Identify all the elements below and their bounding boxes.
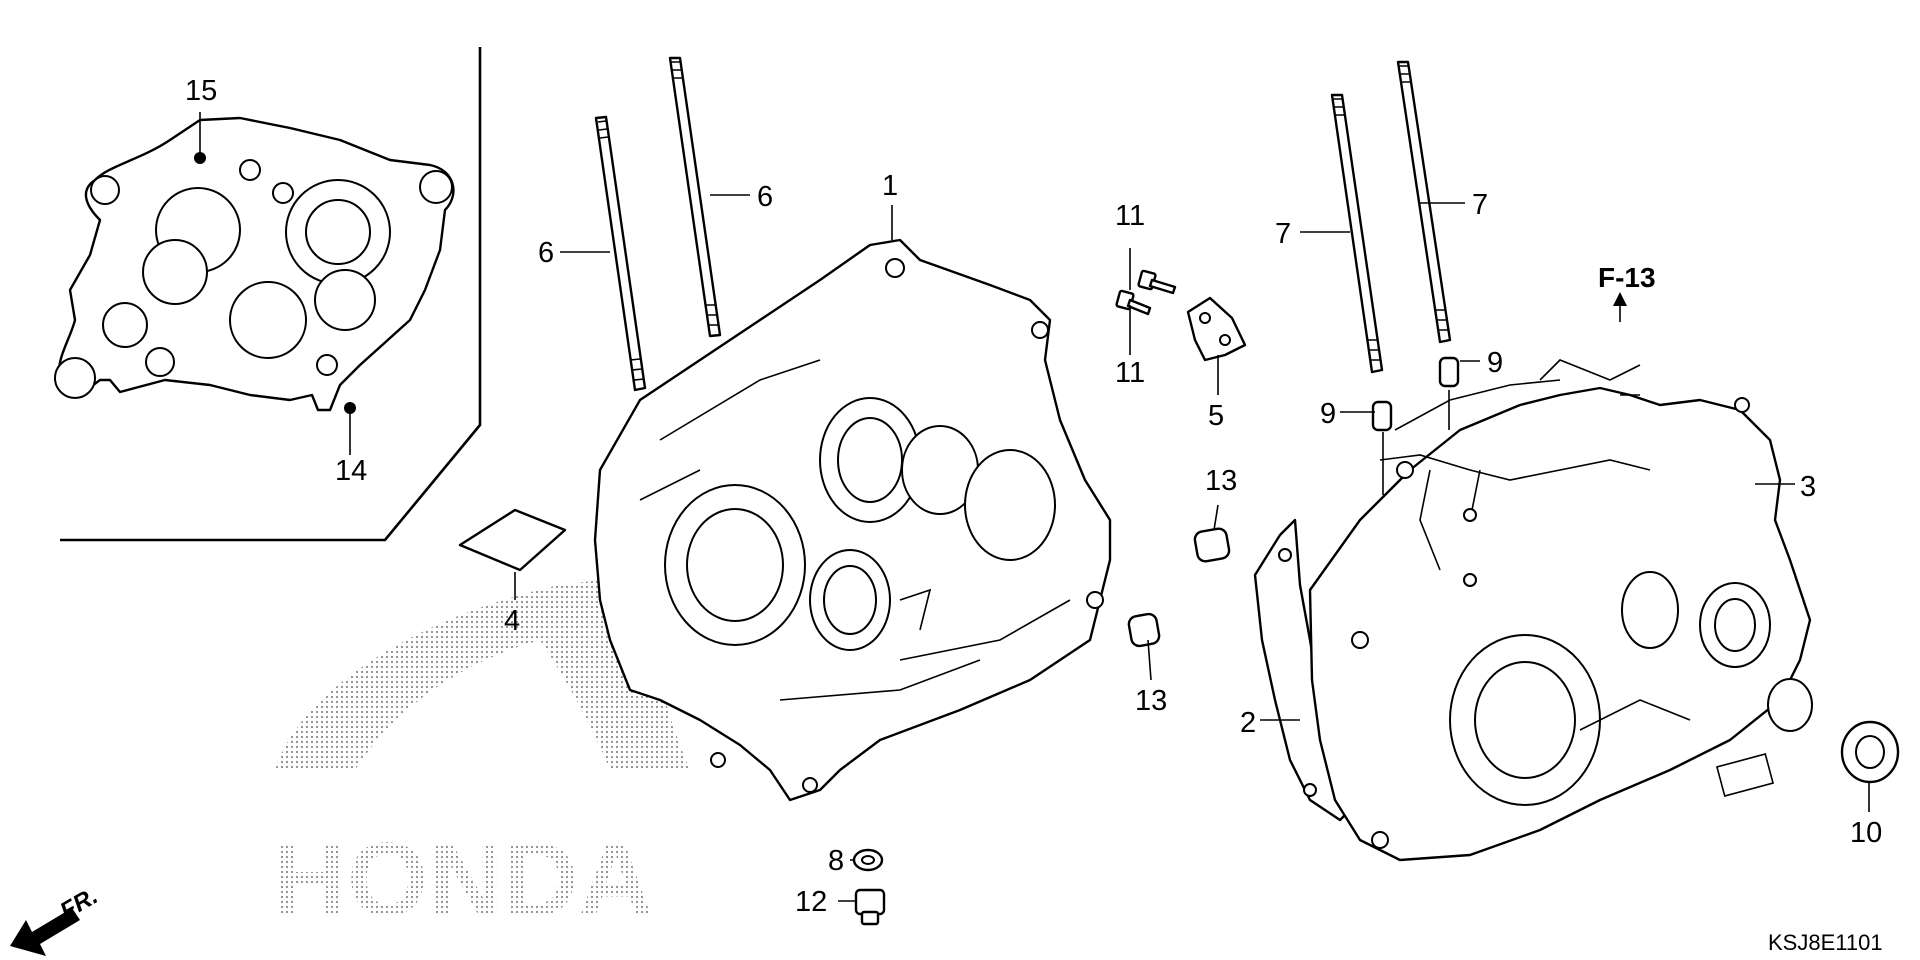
callout-14: 14	[335, 455, 367, 487]
callout-labels: 15 14 1 2 3 4 5 6 6 7 7 8 9 9 10 11 11 1…	[185, 75, 1882, 918]
oil-seal	[1840, 720, 1900, 784]
callout-4: 4	[504, 605, 520, 637]
callout-6-left: 6	[538, 237, 554, 269]
dowel-pin-9b	[1438, 356, 1460, 388]
callout-9-right: 9	[1487, 347, 1503, 379]
callout-15: 15	[185, 75, 217, 107]
oil-strainer-screen	[458, 508, 567, 572]
stud-bolt-6b	[668, 56, 722, 338]
bracket	[1186, 296, 1247, 362]
callout-12: 12	[795, 886, 827, 918]
stud-bolt-6a	[594, 115, 647, 392]
honda-watermark: HONDA	[272, 575, 690, 938]
sealing-washer	[852, 848, 884, 872]
callout-3: 3	[1800, 471, 1816, 503]
callout-11-top: 11	[1115, 200, 1145, 232]
callout-7-right: 7	[1472, 189, 1488, 221]
callout-10: 10	[1850, 817, 1882, 849]
inset-panel	[60, 47, 482, 542]
dowel-pin-14	[344, 402, 356, 414]
bolt-11b	[1137, 269, 1177, 295]
reference-arrow-head	[1613, 292, 1627, 306]
front-arrow-icon	[10, 908, 80, 956]
callout-2: 2	[1240, 707, 1256, 739]
callout-7-left: 7	[1275, 218, 1291, 250]
honda-wordmark: HONDA	[272, 822, 653, 938]
bolt-11a	[1115, 289, 1152, 316]
dowel-pin-13b	[1127, 612, 1161, 648]
dowel-pin-9a	[1371, 400, 1393, 432]
leader-lines	[199, 112, 1870, 902]
left-crankcase	[593, 238, 1112, 802]
callout-1: 1	[882, 170, 898, 202]
diagram-code: KSJ8E1101	[1768, 930, 1883, 955]
callout-6-right: 6	[757, 181, 773, 213]
callout-5: 5	[1208, 400, 1224, 432]
stud-bolt-7a	[1330, 93, 1384, 374]
dowel-pin-15	[194, 152, 206, 164]
callout-8: 8	[828, 845, 844, 877]
crankcase-gasket-inset	[54, 116, 455, 414]
callout-13-top: 13	[1205, 465, 1237, 497]
dowel-pin-13a	[1193, 527, 1231, 563]
callout-11-bottom: 11	[1115, 357, 1145, 389]
callout-13-bottom: 13	[1135, 685, 1167, 717]
reference-f13: F-13	[1598, 262, 1656, 293]
right-crankcase	[1308, 359, 1813, 862]
stud-bolt-7b	[1396, 60, 1452, 344]
honda-wing-logo	[275, 575, 690, 770]
drain-bolt	[854, 888, 886, 926]
callout-9-left: 9	[1320, 398, 1336, 430]
front-direction-indicator: FR.	[10, 882, 102, 956]
